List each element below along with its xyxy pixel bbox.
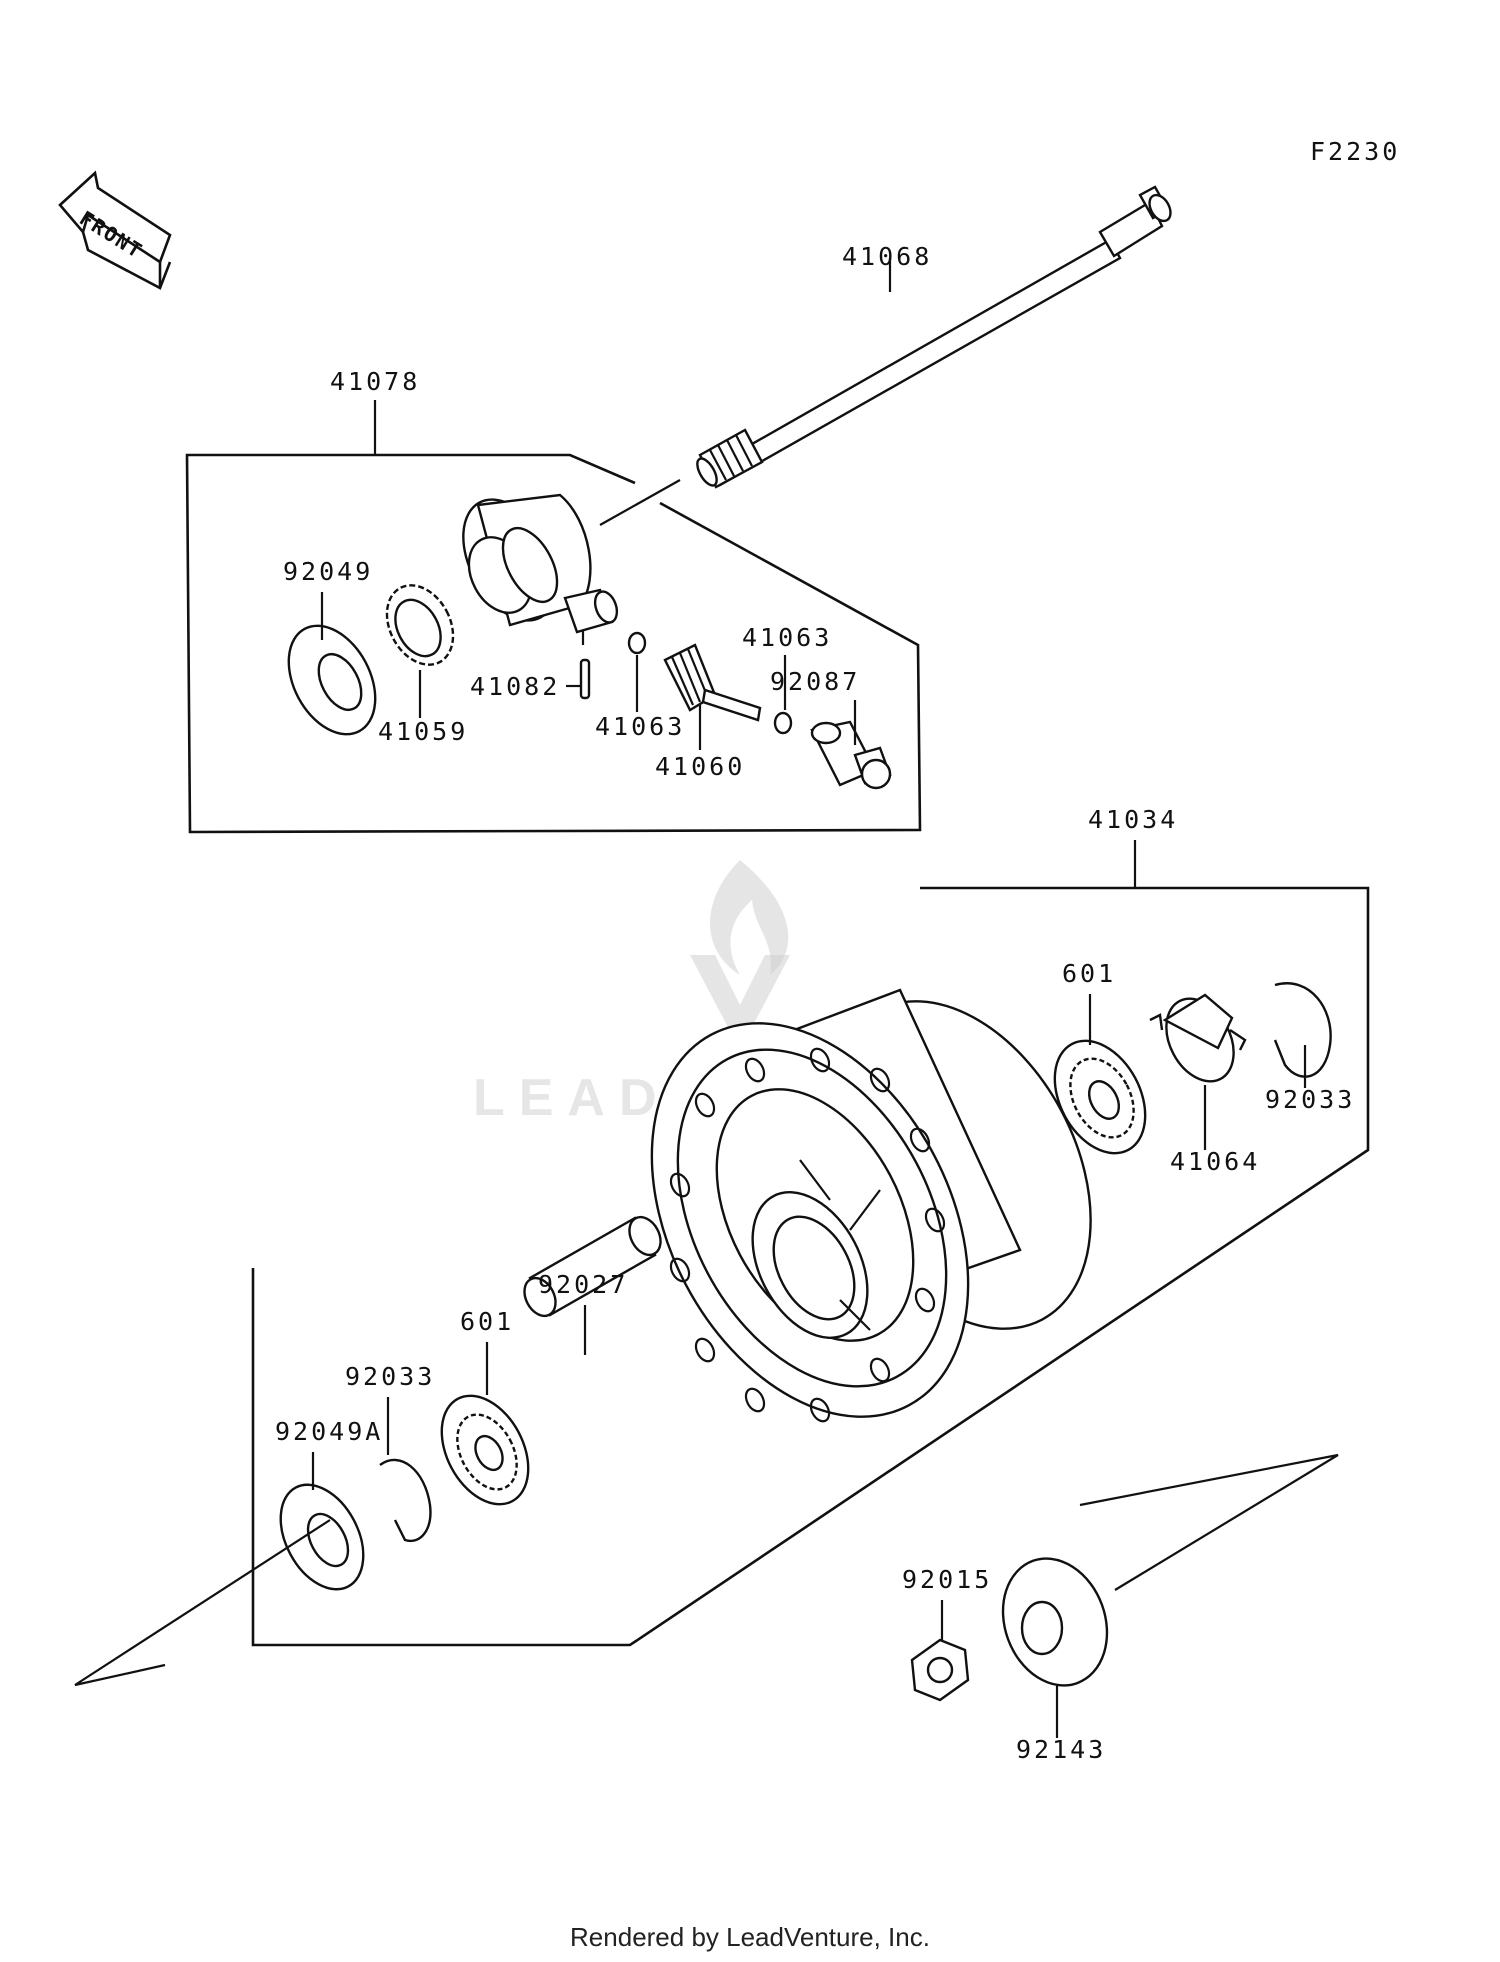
- label-41078: 41078: [330, 367, 420, 396]
- label-92015: 92015: [902, 1565, 992, 1594]
- axle: [696, 185, 1172, 489]
- seal-92049A: [279, 1483, 365, 1591]
- label-92143: 92143: [1016, 1735, 1106, 1764]
- seal-92049: [287, 624, 377, 736]
- label-41063-a: 41063: [595, 712, 685, 741]
- label-41059: 41059: [378, 717, 468, 746]
- label-92033-right: 92033: [1265, 1085, 1355, 1114]
- circlip-92033-left: [379, 1458, 432, 1543]
- bearing-601-left: [440, 1394, 530, 1506]
- washer-41063-a: [627, 631, 647, 655]
- label-92049A: 92049A: [275, 1417, 383, 1446]
- diagram-code: F2230: [1310, 137, 1400, 166]
- label-41034: 41034: [1088, 805, 1178, 834]
- collar-41064: [1149, 993, 1247, 1083]
- label-41060: 41060: [655, 752, 745, 781]
- group-box-41034: [251, 886, 1370, 1647]
- bearing-601-right: [1053, 1039, 1147, 1155]
- front-arrow-icon: FRONT: [58, 170, 172, 290]
- label-41064: 41064: [1170, 1147, 1260, 1176]
- label-41063-b: 41063: [742, 623, 832, 652]
- pin-41082: [579, 658, 591, 700]
- footer-credit: Rendered by LeadVenture, Inc.: [570, 1922, 930, 1952]
- pinion-41060: [663, 643, 762, 722]
- label-92049: 92049: [283, 557, 373, 586]
- washer-41063-b: [773, 711, 793, 735]
- circlip-92033-right: [1273, 982, 1332, 1078]
- label-41082: 41082: [470, 672, 560, 701]
- label-92087: 92087: [770, 667, 860, 696]
- group-box-41078: [185, 453, 922, 834]
- wheel-hub: [650, 988, 1092, 1423]
- label-92027: 92027: [538, 1270, 628, 1299]
- spacer-92027: [523, 1215, 662, 1318]
- label-601-right: 601: [1062, 959, 1116, 988]
- nut-92015: [910, 1638, 970, 1702]
- bushing-92087: [810, 720, 892, 790]
- label-601-left: 601: [460, 1307, 514, 1336]
- gear-41059: [385, 584, 455, 666]
- washer-92143: [1001, 1557, 1109, 1687]
- label-41068: 41068: [842, 242, 932, 271]
- label-92033-left: 92033: [345, 1362, 435, 1391]
- gearbox-housing: [462, 493, 619, 645]
